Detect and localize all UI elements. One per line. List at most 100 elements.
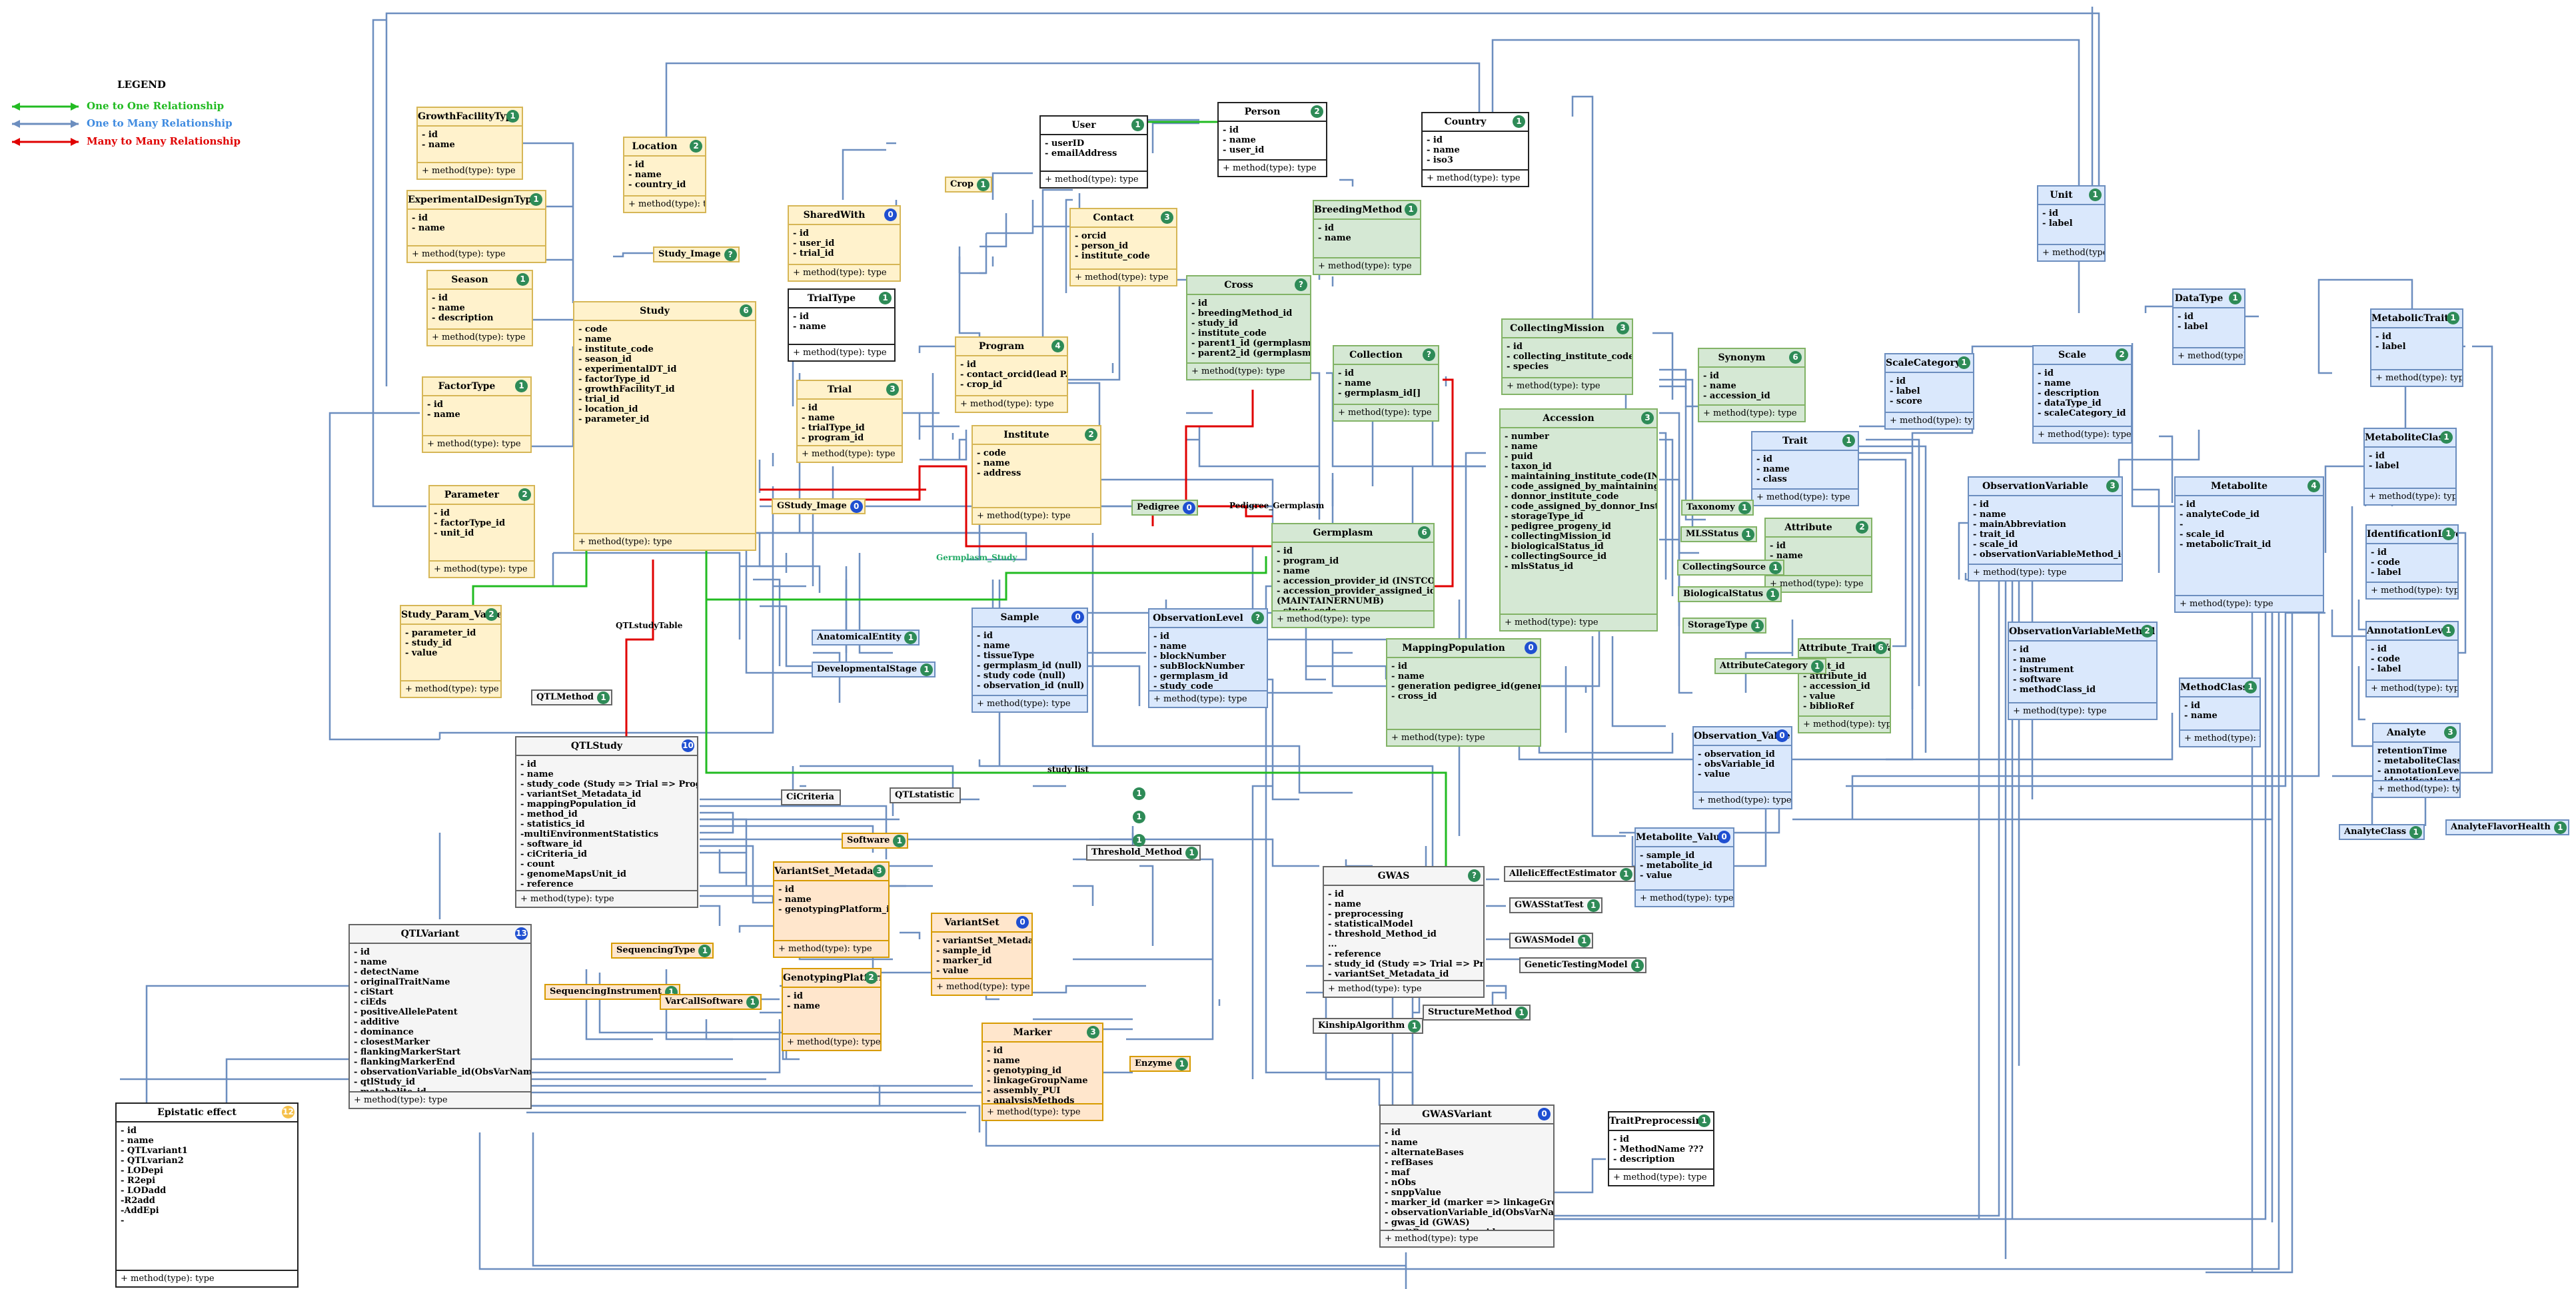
entity-gwas[interactable]: GWAS?- id - name - preprocessing - stati… [1323, 866, 1485, 998]
label-study-list: study list [1047, 765, 1089, 774]
entity-title: Collection? [1334, 346, 1438, 365]
count-badge: 2 [1311, 105, 1323, 118]
entity-title-text: Threshold_Method [1091, 847, 1183, 857]
entity-method: + method(type): type [789, 344, 894, 360]
entity-attributetraitvalue[interactable]: Attribute_Trait_Value6- trait_id - attri… [1798, 638, 1891, 733]
count-badge: 2 [485, 608, 498, 621]
entity-observationlevel[interactable]: ObservationLevel?- id - name - blockNumb… [1148, 608, 1268, 708]
entity-collection[interactable]: Collection?- id - name - germplasm_id[]+… [1333, 345, 1439, 422]
count-badge: 1 [1750, 620, 1764, 632]
count-badge: 3 [1087, 1026, 1099, 1039]
count-badge: 1 [1698, 1114, 1710, 1127]
entity-qtlstatistic[interactable]: QTLstatistic [890, 787, 962, 803]
entity-title-text: Cross [1224, 280, 1253, 290]
entity-cicriteria[interactable]: CiCriteria [781, 789, 841, 805]
entity-title-text: VariantSet [944, 917, 999, 928]
entity-cross[interactable]: Cross?- id - breedingMethod_id - study_i… [1186, 275, 1311, 380]
entity-title-text: AnnotationLevel [2367, 626, 2453, 636]
entity-attributes: - id - name - trialType_id - program_id [798, 400, 902, 446]
count-badge: 1 [1405, 203, 1417, 216]
entity-method: + method(type): type [418, 162, 522, 179]
entity-studyimage[interactable]: Study_Image? [653, 246, 740, 262]
